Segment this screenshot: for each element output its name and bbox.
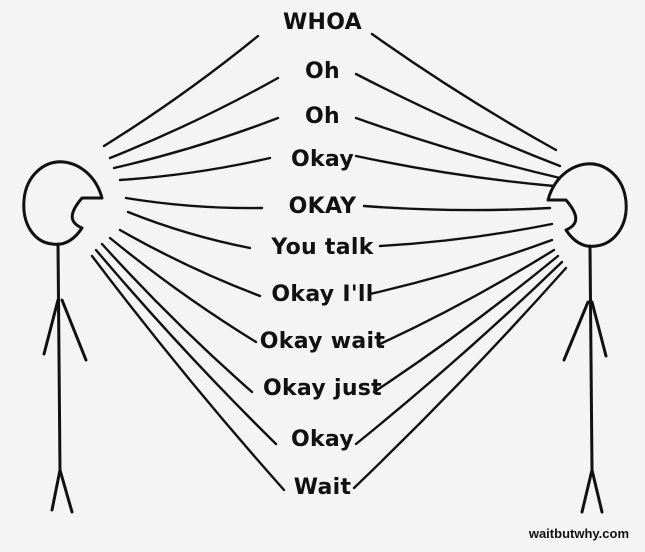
speech-line-left-5 (126, 210, 252, 250)
right-stick-figure (546, 162, 628, 514)
speech-line-left-6 (118, 228, 262, 298)
right-leg-right (590, 468, 604, 514)
right-head (546, 162, 628, 248)
word-okay-just: Okay just (262, 376, 383, 401)
word-oh-2: Oh (305, 104, 340, 129)
right-body (588, 244, 594, 472)
word-okay-2: Okay (290, 427, 355, 452)
word-okay-wait: Okay wait (259, 329, 386, 354)
speech-line-right-3 (354, 154, 556, 188)
left-leg-left (50, 468, 62, 512)
left-head (22, 160, 104, 246)
right-arm-right (590, 300, 608, 358)
speech-line-right-10 (352, 266, 568, 490)
word-wait: Wait (293, 475, 352, 500)
speech-line-left-1 (108, 76, 280, 160)
left-arm-right (60, 298, 88, 362)
speech-line-right-9 (354, 260, 564, 446)
speech-line-left-3 (118, 156, 272, 182)
speech-line-left-4 (124, 196, 264, 210)
word-okay-caps: OKAY (288, 194, 357, 219)
left-leg-right (58, 468, 74, 514)
speech-line-left-8 (100, 242, 254, 394)
speech-line-left-2 (112, 116, 280, 170)
left-body (56, 242, 62, 472)
speech-line-right-7 (378, 248, 556, 346)
word-okay-ill: Okay I'll (271, 282, 374, 307)
word-okay-1: Okay (290, 147, 355, 172)
speech-line-right-8 (372, 254, 560, 394)
speech-line-left-9 (94, 248, 278, 446)
right-arm-left (562, 300, 590, 362)
word-you-talk: You talk (271, 235, 374, 260)
speech-line-left-7 (108, 236, 258, 344)
speech-line-right-6 (368, 238, 554, 296)
word-oh-1: Oh (305, 59, 340, 84)
word-whoa: WHOA (282, 10, 363, 35)
speech-line-right-2 (354, 116, 562, 180)
speech-line-right-4 (362, 204, 552, 212)
left-arm-left (42, 298, 60, 356)
speech-line-right-1 (354, 72, 562, 168)
right-leg-left (580, 468, 594, 514)
speech-line-left-0 (102, 34, 260, 148)
speech-line-right-5 (378, 222, 554, 248)
speech-lines (90, 32, 568, 492)
speech-line-left-10 (90, 254, 286, 492)
site-credit: waitbutwhy.com (528, 526, 629, 541)
speech-line-right-0 (370, 32, 558, 152)
left-stick-figure (22, 160, 104, 514)
